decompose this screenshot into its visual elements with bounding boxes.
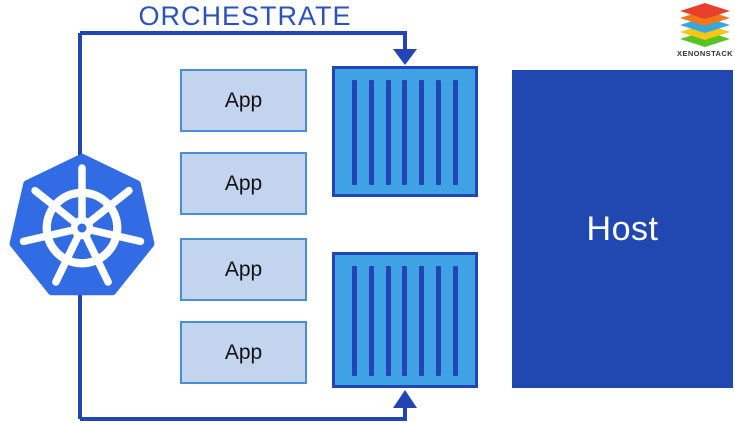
helm-wheel-rim [42, 188, 122, 268]
app-label: App [224, 88, 263, 112]
xenonstack-layers-icon [680, 3, 730, 47]
app-label: App [224, 340, 263, 364]
app-box-2: App [180, 152, 307, 215]
arrow-up-icon [393, 390, 417, 408]
bottom-connector-line [80, 406, 407, 421]
app-label: App [224, 257, 263, 281]
app-box-4: App [180, 321, 307, 384]
arrow-down-icon [393, 49, 417, 65]
host-label: Host [586, 209, 659, 248]
xenonstack-logo: XENONSTACK [677, 2, 733, 58]
container-box-2 [332, 252, 478, 388]
container-stripes [352, 80, 458, 185]
container-box-1 [332, 66, 478, 197]
host-box: Host [512, 70, 733, 388]
top-connector-line [80, 31, 407, 51]
app-label: App [224, 171, 263, 195]
app-box-3: App [180, 238, 307, 301]
app-box-1: App [180, 69, 307, 132]
brand-name: XENONSTACK [677, 49, 733, 58]
diagram-title: ORCHESTRATE [138, 1, 352, 31]
container-stripes [352, 266, 458, 376]
kubernetes-logo-icon [9, 153, 155, 296]
